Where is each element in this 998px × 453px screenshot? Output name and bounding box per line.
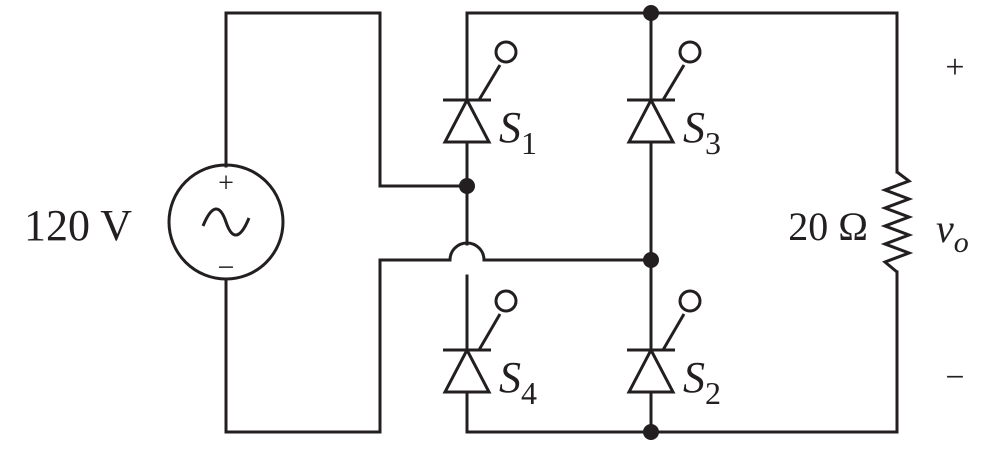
output-minus-label: − bbox=[945, 359, 964, 396]
resistance-label: 20 Ω bbox=[788, 204, 868, 249]
gate-lead bbox=[477, 64, 502, 101]
output-plus-label: + bbox=[945, 49, 964, 86]
ac-voltage-source: + − 120 V bbox=[24, 163, 285, 284]
thyristor-s1: S1 bbox=[442, 40, 537, 161]
wire-source-top bbox=[224, 11, 469, 188]
gate-lead bbox=[661, 313, 686, 351]
switch-label-s1: S1 bbox=[499, 103, 537, 161]
source-minus-label: − bbox=[218, 251, 235, 284]
thyristor-triangle bbox=[626, 346, 676, 394]
thyristor-triangle bbox=[626, 96, 676, 144]
output-voltage-label: vo bbox=[936, 206, 969, 259]
source-plus-label: + bbox=[218, 168, 234, 199]
switch-label-s4: S4 bbox=[499, 353, 537, 411]
thyristor-s3: S3 bbox=[626, 40, 721, 161]
resistor-zigzag bbox=[880, 170, 914, 274]
gate-terminal bbox=[678, 289, 702, 313]
thyristor-triangle bbox=[442, 96, 492, 144]
source-wires bbox=[224, 11, 469, 434]
wire-source-bottom bbox=[224, 258, 452, 434]
load-resistor: 20 Ω vo + − bbox=[788, 49, 969, 396]
sine-wave-icon bbox=[201, 207, 251, 237]
source-circle bbox=[167, 163, 285, 281]
junction-dot-right-mid bbox=[643, 252, 659, 268]
switch-label-s2: S2 bbox=[683, 353, 721, 411]
junction-dot-top bbox=[643, 5, 659, 21]
gate-terminal bbox=[494, 289, 518, 313]
thyristor-s4: S4 bbox=[442, 289, 537, 411]
gate-terminal bbox=[678, 40, 702, 64]
junction-dot-bottom bbox=[643, 424, 659, 440]
gate-lead bbox=[477, 313, 502, 351]
junction-dot-left-mid bbox=[459, 178, 475, 194]
switch-label-s3: S3 bbox=[683, 103, 721, 161]
thyristor-s2: S2 bbox=[626, 289, 721, 411]
wire-crossover-hop bbox=[448, 241, 486, 262]
gate-terminal bbox=[494, 40, 518, 64]
thyristor-triangle bbox=[442, 346, 492, 394]
junction-dots bbox=[459, 5, 659, 440]
gate-lead bbox=[661, 64, 686, 101]
source-voltage-label: 120 V bbox=[24, 201, 132, 250]
